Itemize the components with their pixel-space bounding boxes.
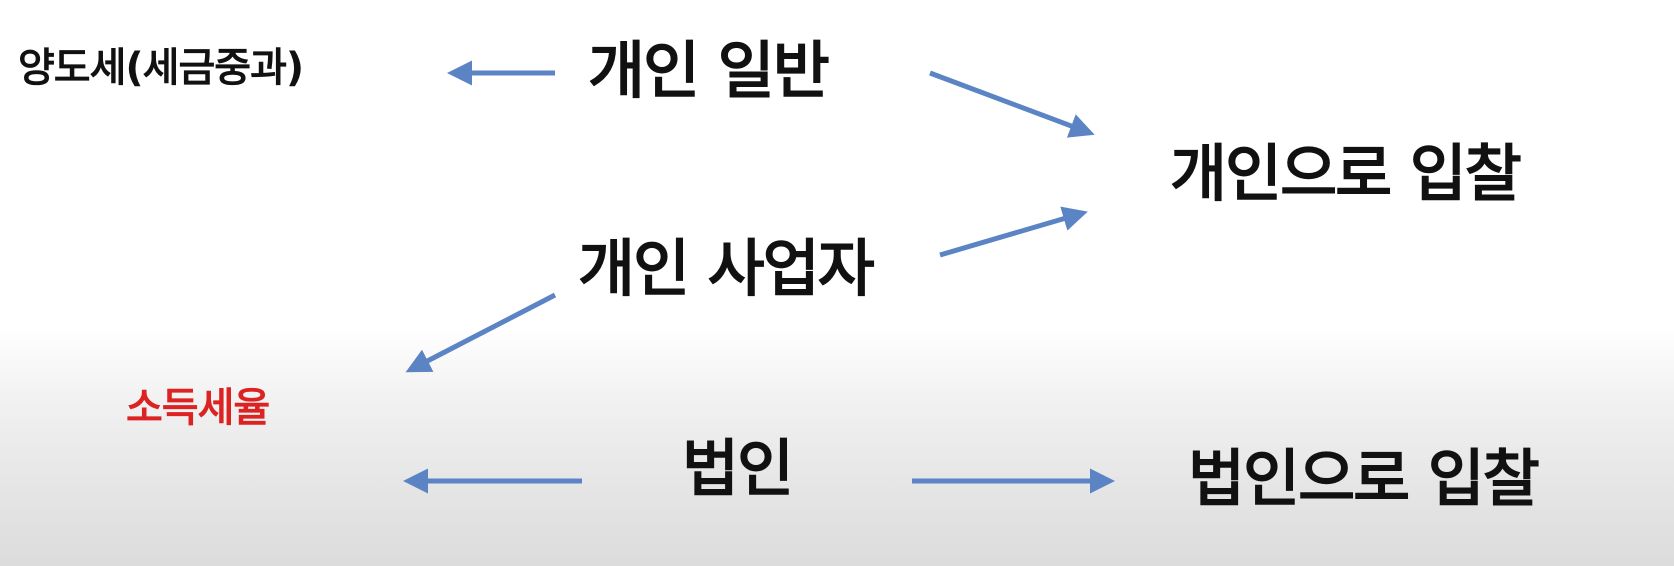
node-bid-as-individual: 개인으로 입찰 xyxy=(1170,137,1522,210)
node-individual-general: 개인 일반 xyxy=(588,34,830,107)
arrow-business-to-bid-individual xyxy=(939,206,1088,258)
arrow-general-to-bid-individual xyxy=(929,70,1095,138)
arrow-business-to-income-tax-rate xyxy=(405,292,557,373)
node-bid-as-corporation: 법인으로 입찰 xyxy=(1188,442,1540,515)
node-corporation: 법인 xyxy=(682,432,794,505)
node-individual-business: 개인 사업자 xyxy=(578,232,875,305)
node-tax-transfer: 양도세(세금중과) xyxy=(18,45,304,91)
node-income-tax-rate: 소득세율 xyxy=(126,385,270,431)
